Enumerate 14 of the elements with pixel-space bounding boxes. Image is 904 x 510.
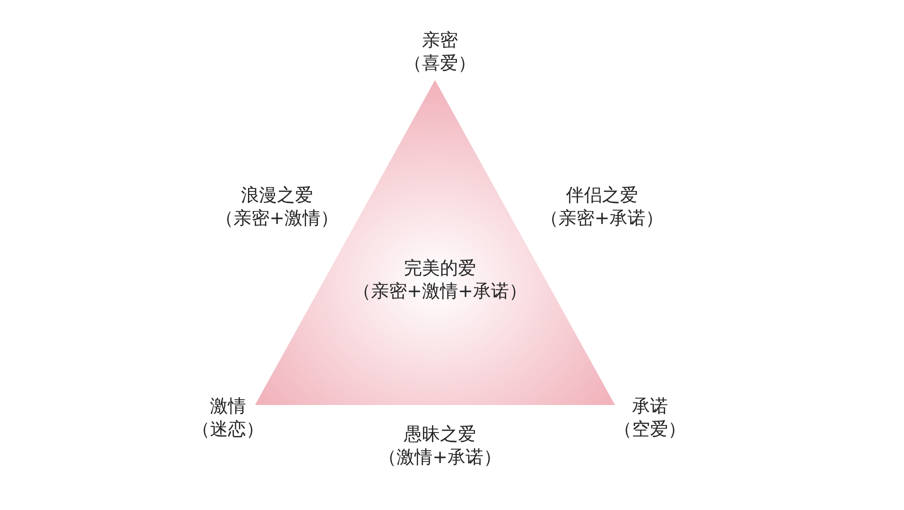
- side-label: 浪漫之爱: [241, 185, 313, 207]
- side-label: 伴侣之爱: [566, 185, 638, 207]
- node-title: 完美的爱: [404, 258, 476, 280]
- side-label: 愚昧之爱: [404, 424, 476, 446]
- vertex-label: 亲密: [422, 30, 458, 52]
- vertex-subtitle: （迷恋）: [192, 419, 264, 441]
- side-subtitle: （亲密+承诺）: [540, 208, 664, 230]
- node-subtitle: （亲密+激情+承诺）: [352, 281, 528, 303]
- side-subtitle: （亲密+激情）: [215, 208, 339, 230]
- vertex-subtitle: （空爱）: [614, 419, 686, 441]
- vertex-subtitle: （喜爱）: [404, 53, 476, 75]
- vertex-label: 激情: [210, 396, 246, 418]
- side-subtitle: （激情+承诺）: [378, 447, 502, 469]
- vertex-label: 承诺: [632, 396, 668, 418]
